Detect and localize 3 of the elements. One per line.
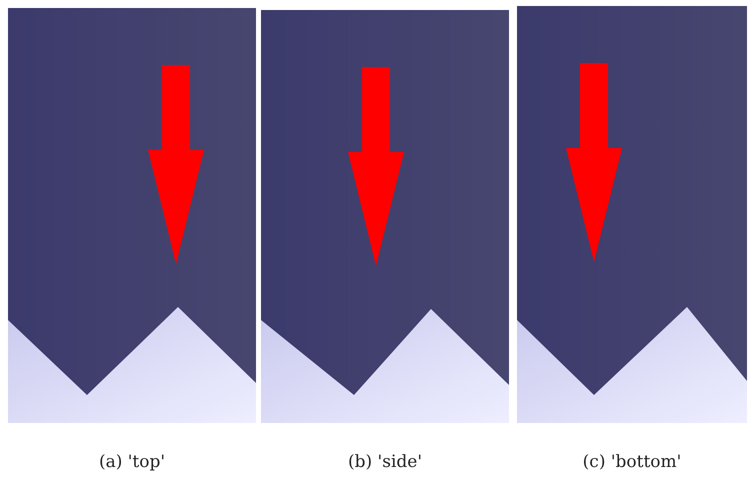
panel-caption: (b) 'side' (348, 452, 422, 472)
panel-caption: (c) 'bottom' (582, 452, 682, 472)
panel-caption: (a) 'top' (98, 452, 166, 472)
